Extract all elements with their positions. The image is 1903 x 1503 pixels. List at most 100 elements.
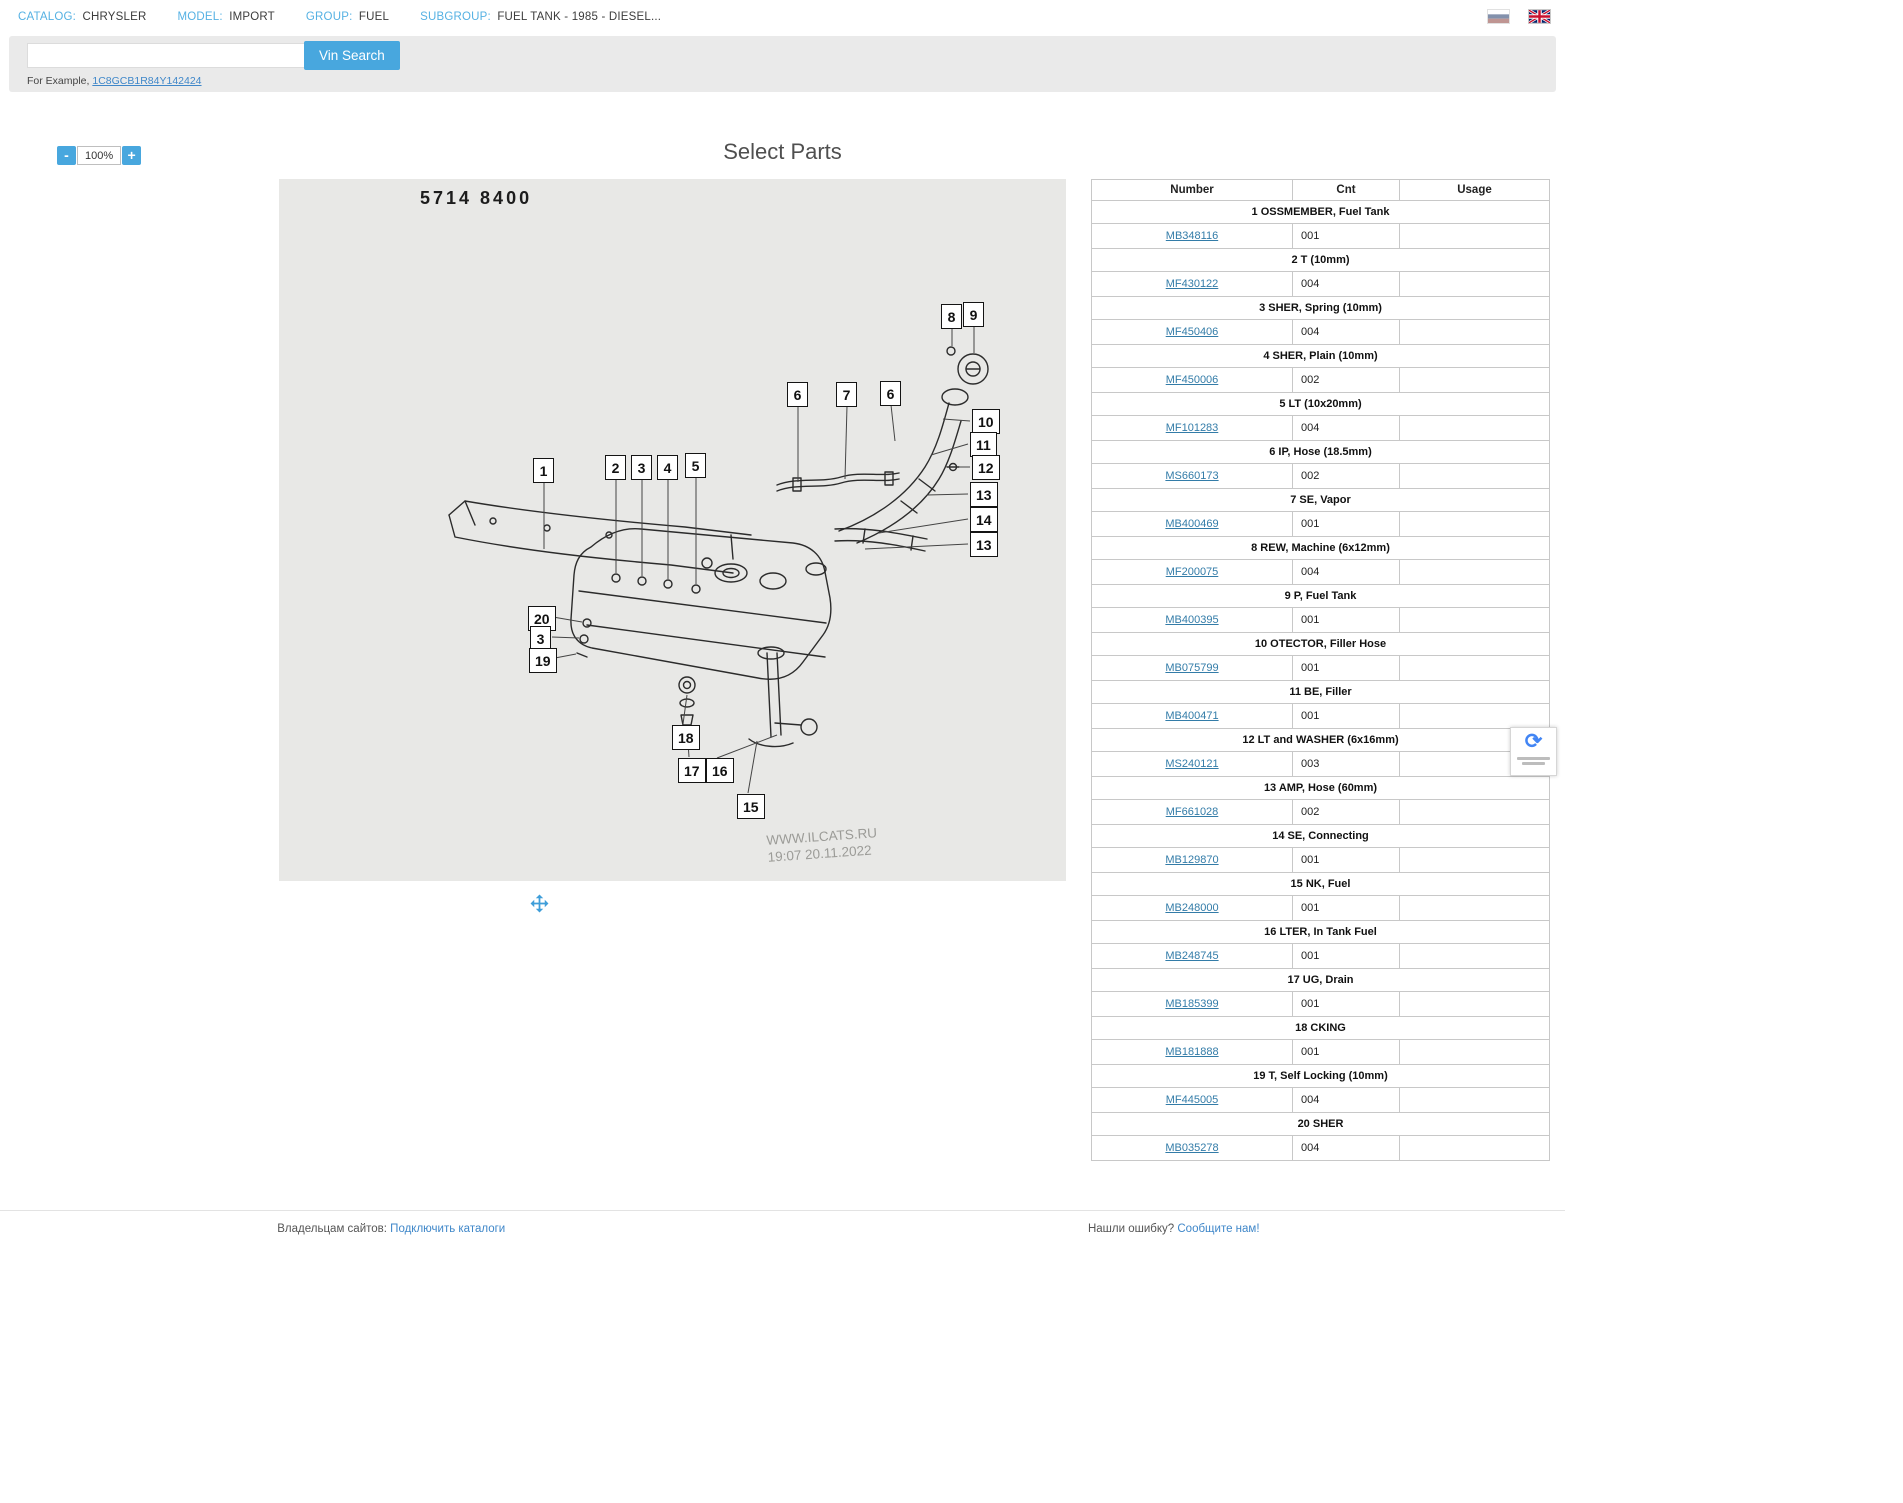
part-number-link[interactable]: MB181888 bbox=[1165, 1046, 1219, 1058]
diagram-callout-1[interactable]: 1 bbox=[533, 458, 554, 483]
diagram-callout-19[interactable]: 19 bbox=[529, 648, 557, 673]
part-number-link[interactable]: MF450406 bbox=[1165, 326, 1219, 338]
zoom-in-button[interactable]: + bbox=[122, 146, 142, 165]
part-number-link[interactable]: MB348116 bbox=[1165, 230, 1219, 242]
table-header-row: Number Cnt Usage bbox=[1091, 179, 1550, 201]
part-number-link[interactable]: MF101283 bbox=[1165, 422, 1219, 434]
footer-owners-link[interactable]: Подключить каталоги bbox=[390, 1223, 506, 1235]
part-number-link[interactable]: MF445005 bbox=[1165, 1094, 1219, 1106]
part-number-link[interactable]: MB075799 bbox=[1165, 662, 1219, 674]
group-header-row: 12 LT and WASHER (6x16mm) bbox=[1091, 728, 1550, 752]
group-header-row: 19 T, Self Locking (10mm) bbox=[1091, 1064, 1550, 1088]
part-number-link[interactable]: MB400471 bbox=[1165, 710, 1219, 722]
group-header-row: 4 SHER, Plain (10mm) bbox=[1091, 344, 1550, 368]
part-cnt-cell: 004 bbox=[1292, 1087, 1400, 1113]
diagram-callout-7[interactable]: 7 bbox=[836, 382, 857, 407]
zoom-control: - 100% + bbox=[57, 146, 142, 165]
part-cnt-cell: 002 bbox=[1292, 463, 1400, 489]
part-number-link[interactable]: MB400469 bbox=[1165, 518, 1219, 530]
diagram-callout-11[interactable]: 11 bbox=[970, 432, 997, 457]
group-title: 19 T, Self Locking (10mm) bbox=[1091, 1064, 1550, 1088]
part-number-link[interactable]: MB129870 bbox=[1165, 854, 1219, 866]
part-number-link[interactable]: MB185399 bbox=[1165, 998, 1219, 1010]
diagram-callout-6[interactable]: 6 bbox=[880, 381, 901, 406]
diagram-callout-4[interactable]: 4 bbox=[657, 455, 678, 480]
diagram-callout-16[interactable]: 16 bbox=[706, 758, 734, 783]
russian-flag-icon[interactable] bbox=[1487, 9, 1510, 24]
part-number-link[interactable]: MS240121 bbox=[1165, 758, 1219, 770]
diagram-callout-10[interactable]: 10 bbox=[972, 409, 1000, 434]
diagram-callout-14[interactable]: 14 bbox=[970, 507, 998, 532]
move-icon bbox=[530, 894, 549, 913]
part-number-link[interactable]: MF200075 bbox=[1165, 566, 1219, 578]
footer-owners-label: Владельцам сайтов: bbox=[277, 1223, 387, 1235]
part-number-link[interactable]: MF450006 bbox=[1165, 374, 1219, 386]
english-flag-icon[interactable] bbox=[1528, 8, 1551, 25]
diagram-callout-8[interactable]: 8 bbox=[941, 304, 962, 329]
breadcrumb-catalog[interactable]: CATALOG: CHRYSLER bbox=[18, 11, 146, 23]
part-number-cell: MF450006 bbox=[1091, 367, 1293, 393]
part-usage-cell bbox=[1399, 1039, 1550, 1065]
part-number-link[interactable]: MB035278 bbox=[1165, 1142, 1219, 1154]
diagram-callout-2[interactable]: 2 bbox=[605, 455, 626, 480]
part-number-cell: MF445005 bbox=[1091, 1087, 1293, 1113]
group-header-row: 8 REW, Machine (6x12mm) bbox=[1091, 536, 1550, 560]
group-header-row: 2 T (10mm) bbox=[1091, 248, 1550, 272]
vin-example-link[interactable]: 1C8GCB1R84Y142424 bbox=[92, 75, 202, 87]
group-header-row: 15 NK, Fuel bbox=[1091, 872, 1550, 896]
diagram-callout-6[interactable]: 6 bbox=[787, 382, 808, 407]
vin-example-label: For Example, bbox=[27, 75, 90, 87]
part-number-cell: MB400395 bbox=[1091, 607, 1293, 633]
top-nav: CATALOG: CHRYSLER MODEL: IMPORT GROUP: F… bbox=[0, 0, 1565, 33]
diagram-callout-17[interactable]: 17 bbox=[678, 758, 706, 783]
diagram-callout-13[interactable]: 13 bbox=[970, 482, 998, 507]
vin-search-input[interactable] bbox=[27, 43, 304, 68]
part-number-link[interactable]: MF661028 bbox=[1165, 806, 1219, 818]
part-number-link[interactable]: MB248745 bbox=[1165, 950, 1219, 962]
group-header-row: 5 LT (10x20mm) bbox=[1091, 392, 1550, 416]
diagram-callout-12[interactable]: 12 bbox=[972, 455, 1000, 480]
recaptcha-badge[interactable]: ⟳ bbox=[1510, 727, 1557, 776]
diagram-callout-18[interactable]: 18 bbox=[672, 725, 700, 750]
part-number-cell: MB248745 bbox=[1091, 943, 1293, 969]
part-number-link[interactable]: MB400395 bbox=[1165, 614, 1219, 626]
part-usage-cell bbox=[1399, 271, 1550, 297]
diagram-callout-9[interactable]: 9 bbox=[963, 302, 984, 327]
part-cnt-cell: 004 bbox=[1292, 1135, 1400, 1161]
diagram-callout-5[interactable]: 5 bbox=[685, 453, 706, 478]
part-number-link[interactable]: MS660173 bbox=[1165, 470, 1219, 482]
diagram-callout-3[interactable]: 3 bbox=[631, 455, 652, 480]
breadcrumb-subgroup[interactable]: SUBGROUP: FUEL TANK - 1985 - DIESEL... bbox=[420, 11, 661, 23]
part-number-cell: MB400469 bbox=[1091, 511, 1293, 537]
zoom-out-button[interactable]: - bbox=[57, 146, 76, 165]
part-number-link[interactable]: MF430122 bbox=[1165, 278, 1219, 290]
group-header-row: 11 BE, Filler bbox=[1091, 680, 1550, 704]
part-number-link[interactable]: MB248000 bbox=[1165, 902, 1219, 914]
pan-move-button[interactable] bbox=[529, 893, 550, 914]
breadcrumb-model[interactable]: MODEL: IMPORT bbox=[177, 11, 274, 23]
part-number-cell: MS240121 bbox=[1091, 751, 1293, 777]
breadcrumb: CATALOG: CHRYSLER MODEL: IMPORT GROUP: F… bbox=[18, 11, 661, 23]
part-cnt-cell: 004 bbox=[1292, 271, 1400, 297]
part-number-cell: MB248000 bbox=[1091, 895, 1293, 921]
diagram-callout-13[interactable]: 13 bbox=[970, 532, 998, 557]
part-usage-cell bbox=[1399, 991, 1550, 1017]
group-title: 16 LTER, In Tank Fuel bbox=[1091, 920, 1550, 944]
group-title: 10 OTECTOR, Filler Hose bbox=[1091, 632, 1550, 656]
part-usage-cell bbox=[1399, 607, 1550, 633]
group-title: 13 AMP, Hose (60mm) bbox=[1091, 776, 1550, 800]
footer-error-link[interactable]: Сообщите нам! bbox=[1177, 1223, 1260, 1235]
group-header-row: 17 UG, Drain bbox=[1091, 968, 1550, 992]
vin-search-button[interactable]: Vin Search bbox=[304, 41, 400, 70]
diagram-callout-15[interactable]: 15 bbox=[737, 794, 765, 819]
group-header-row: 6 IP, Hose (18.5mm) bbox=[1091, 440, 1550, 464]
diagram-drawing bbox=[448, 327, 989, 794]
group-title: 8 REW, Machine (6x12mm) bbox=[1091, 536, 1550, 560]
breadcrumb-group[interactable]: GROUP: FUEL bbox=[306, 11, 389, 23]
